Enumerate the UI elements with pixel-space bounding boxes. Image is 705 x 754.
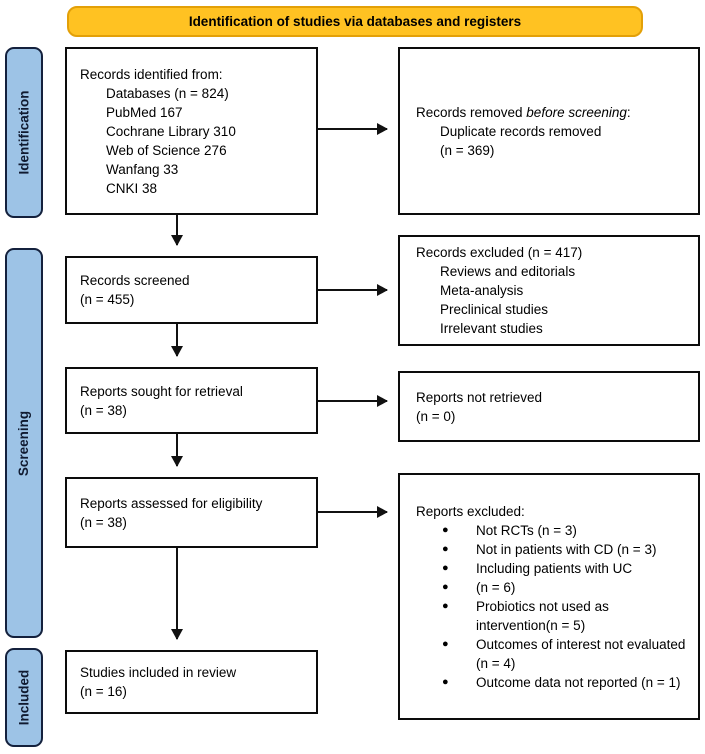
count-line: (n = 0) bbox=[416, 408, 456, 424]
box-records-identified: Records identified from: Databases (n = … bbox=[65, 47, 318, 215]
bullet-icon: ● bbox=[442, 542, 449, 555]
list-item: ● Probiotics not used as intervention(n =… bbox=[442, 597, 690, 635]
reason-text: Outcome data not reported (n = 1) bbox=[476, 674, 681, 690]
reason-text: Not RCTs (n = 3) bbox=[476, 522, 577, 538]
count-line: (n = 16) bbox=[80, 684, 127, 699]
box-title: Reports sought for retrieval bbox=[80, 383, 243, 399]
list-item: ● Outcomes of interest not evaluated (n =… bbox=[442, 635, 690, 673]
box-records-screened: Records screened (n = 455) bbox=[65, 256, 318, 324]
list-item: ● Including patients with UC bbox=[442, 559, 690, 578]
count-line: (n = 38) bbox=[80, 514, 127, 530]
reason-line: Irrelevant studies bbox=[440, 321, 543, 336]
reason-text: Including patients with UC bbox=[476, 560, 633, 576]
source-line: Web of Science 276 bbox=[106, 142, 227, 158]
reason-line: Duplicate records removed bbox=[440, 123, 602, 139]
arrow-identified-to-screened bbox=[176, 215, 178, 245]
box-reports-sought: Reports sought for retrieval (n = 38) bbox=[65, 367, 318, 434]
title-italic: before screening bbox=[526, 104, 627, 120]
box-title: Records excluded (n = 417) bbox=[416, 245, 583, 260]
box-studies-included: Studies included in review (n = 16) bbox=[65, 650, 318, 714]
arrow-sought-to-not-retrieved bbox=[318, 400, 387, 402]
box-records-removed: Records removed before screening: Duplic… bbox=[398, 47, 700, 215]
box-title: Reports not retrieved bbox=[416, 389, 543, 405]
box-title: Records identified from: bbox=[80, 66, 223, 82]
bullet-icon: ● bbox=[442, 599, 449, 612]
count-line: (n = 455) bbox=[80, 292, 135, 307]
reason-line: Preclinical studies bbox=[440, 302, 549, 317]
box-reports-assessed: Reports assessed for eligibility (n = 38… bbox=[65, 477, 318, 548]
list-item: ● Not in patients with CD (n = 3) bbox=[442, 540, 690, 559]
diagram-title-banner: Identification of studies via databases … bbox=[67, 6, 643, 37]
arrow-screened-to-excluded bbox=[318, 289, 387, 291]
stage-label-included: Included bbox=[5, 648, 43, 747]
stage-label-text: Identification bbox=[16, 90, 32, 175]
list-item: ● (n = 6) bbox=[442, 578, 690, 597]
stage-label-identification: Identification bbox=[5, 47, 43, 218]
arrow-assessed-to-reports-excluded bbox=[318, 511, 387, 513]
title-suffix: : bbox=[626, 104, 631, 120]
reason-text: (n = 6) bbox=[476, 579, 516, 595]
box-reports-excluded: Reports excluded: ● Not RCTs (n = 3) ● Not… bbox=[398, 473, 700, 720]
source-line: CNKI 38 bbox=[106, 180, 158, 196]
bullet-icon: ● bbox=[442, 675, 449, 688]
count-line: (n = 369) bbox=[440, 142, 495, 158]
count-line: (n = 38) bbox=[80, 402, 127, 418]
list-item: ● Outcome data not reported (n = 1) bbox=[442, 673, 690, 692]
box-records-excluded: Records excluded (n = 417) Reviews and e… bbox=[398, 235, 700, 346]
reason-line: Meta-analysis bbox=[440, 283, 524, 298]
reason-text: Probiotics not used as intervention(n = … bbox=[476, 598, 609, 633]
exclusion-reason-list: ● Not RCTs (n = 3) ● Not in patients with … bbox=[416, 521, 690, 692]
source-line: PubMed 167 bbox=[106, 104, 183, 120]
source-line: Databases (n = 824) bbox=[106, 85, 229, 101]
source-line: Wanfang 33 bbox=[106, 161, 179, 177]
box-title: Reports excluded: bbox=[416, 503, 525, 519]
stage-label-screening: Screening bbox=[5, 248, 43, 638]
reason-line: Reviews and editorials bbox=[440, 264, 576, 279]
bullet-icon: ● bbox=[442, 637, 449, 650]
box-title: Records screened bbox=[80, 273, 190, 288]
box-title: Studies included in review bbox=[80, 665, 237, 680]
bullet-icon: ● bbox=[442, 580, 449, 593]
bullet-icon: ● bbox=[442, 523, 449, 536]
list-item: ● Not RCTs (n = 3) bbox=[442, 521, 690, 540]
diagram-title: Identification of studies via databases … bbox=[188, 14, 522, 29]
bullet-icon: ● bbox=[442, 561, 449, 574]
box-title: Records removed before screening: bbox=[416, 103, 690, 122]
arrow-identified-to-removed bbox=[318, 128, 387, 130]
title-prefix: Records removed bbox=[416, 104, 527, 120]
stage-label-text: Included bbox=[16, 669, 32, 726]
stage-label-text: Screening bbox=[16, 410, 32, 476]
arrow-sought-to-assessed bbox=[176, 434, 178, 466]
arrow-screened-to-sought bbox=[176, 324, 178, 356]
arrow-assessed-to-included bbox=[176, 548, 178, 639]
source-line: Cochrane Library 310 bbox=[106, 123, 236, 139]
box-reports-not-retrieved: Reports not retrieved (n = 0) bbox=[398, 371, 700, 442]
reason-text: Outcomes of interest not evaluated (n = … bbox=[476, 636, 686, 671]
reason-text: Not in patients with CD (n = 3) bbox=[476, 541, 657, 557]
box-title: Reports assessed for eligibility bbox=[80, 495, 263, 511]
